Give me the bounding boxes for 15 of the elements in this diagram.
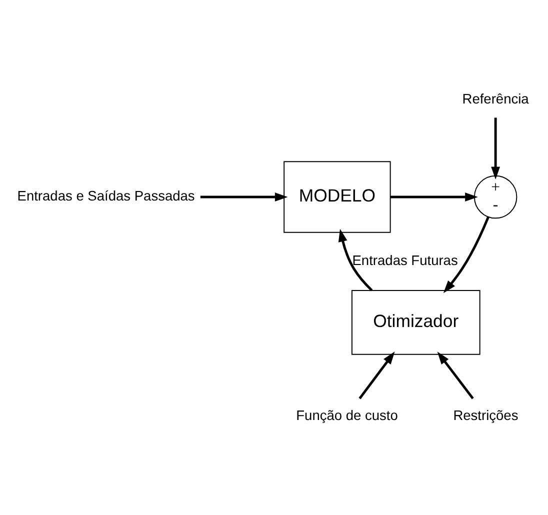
- arrow: [491, 117, 500, 180]
- node-circle: + -: [474, 174, 518, 218]
- node-text: Restrições: [453, 408, 518, 422]
- arrow: [200, 192, 288, 201]
- arrow: [390, 192, 478, 201]
- arrow: [338, 228, 373, 291]
- node-text: Entradas e Saídas Passadas: [17, 188, 195, 204]
- node-text: Referência: [462, 90, 529, 106]
- node-box: MODELO: [284, 160, 391, 232]
- arrow: [443, 216, 490, 293]
- edge-label: Entradas Futuras: [352, 252, 458, 268]
- arrow: [358, 351, 395, 399]
- node-text: Função de custo: [296, 408, 398, 422]
- node-box: Otimizador: [351, 289, 480, 354]
- arrow: [437, 351, 474, 399]
